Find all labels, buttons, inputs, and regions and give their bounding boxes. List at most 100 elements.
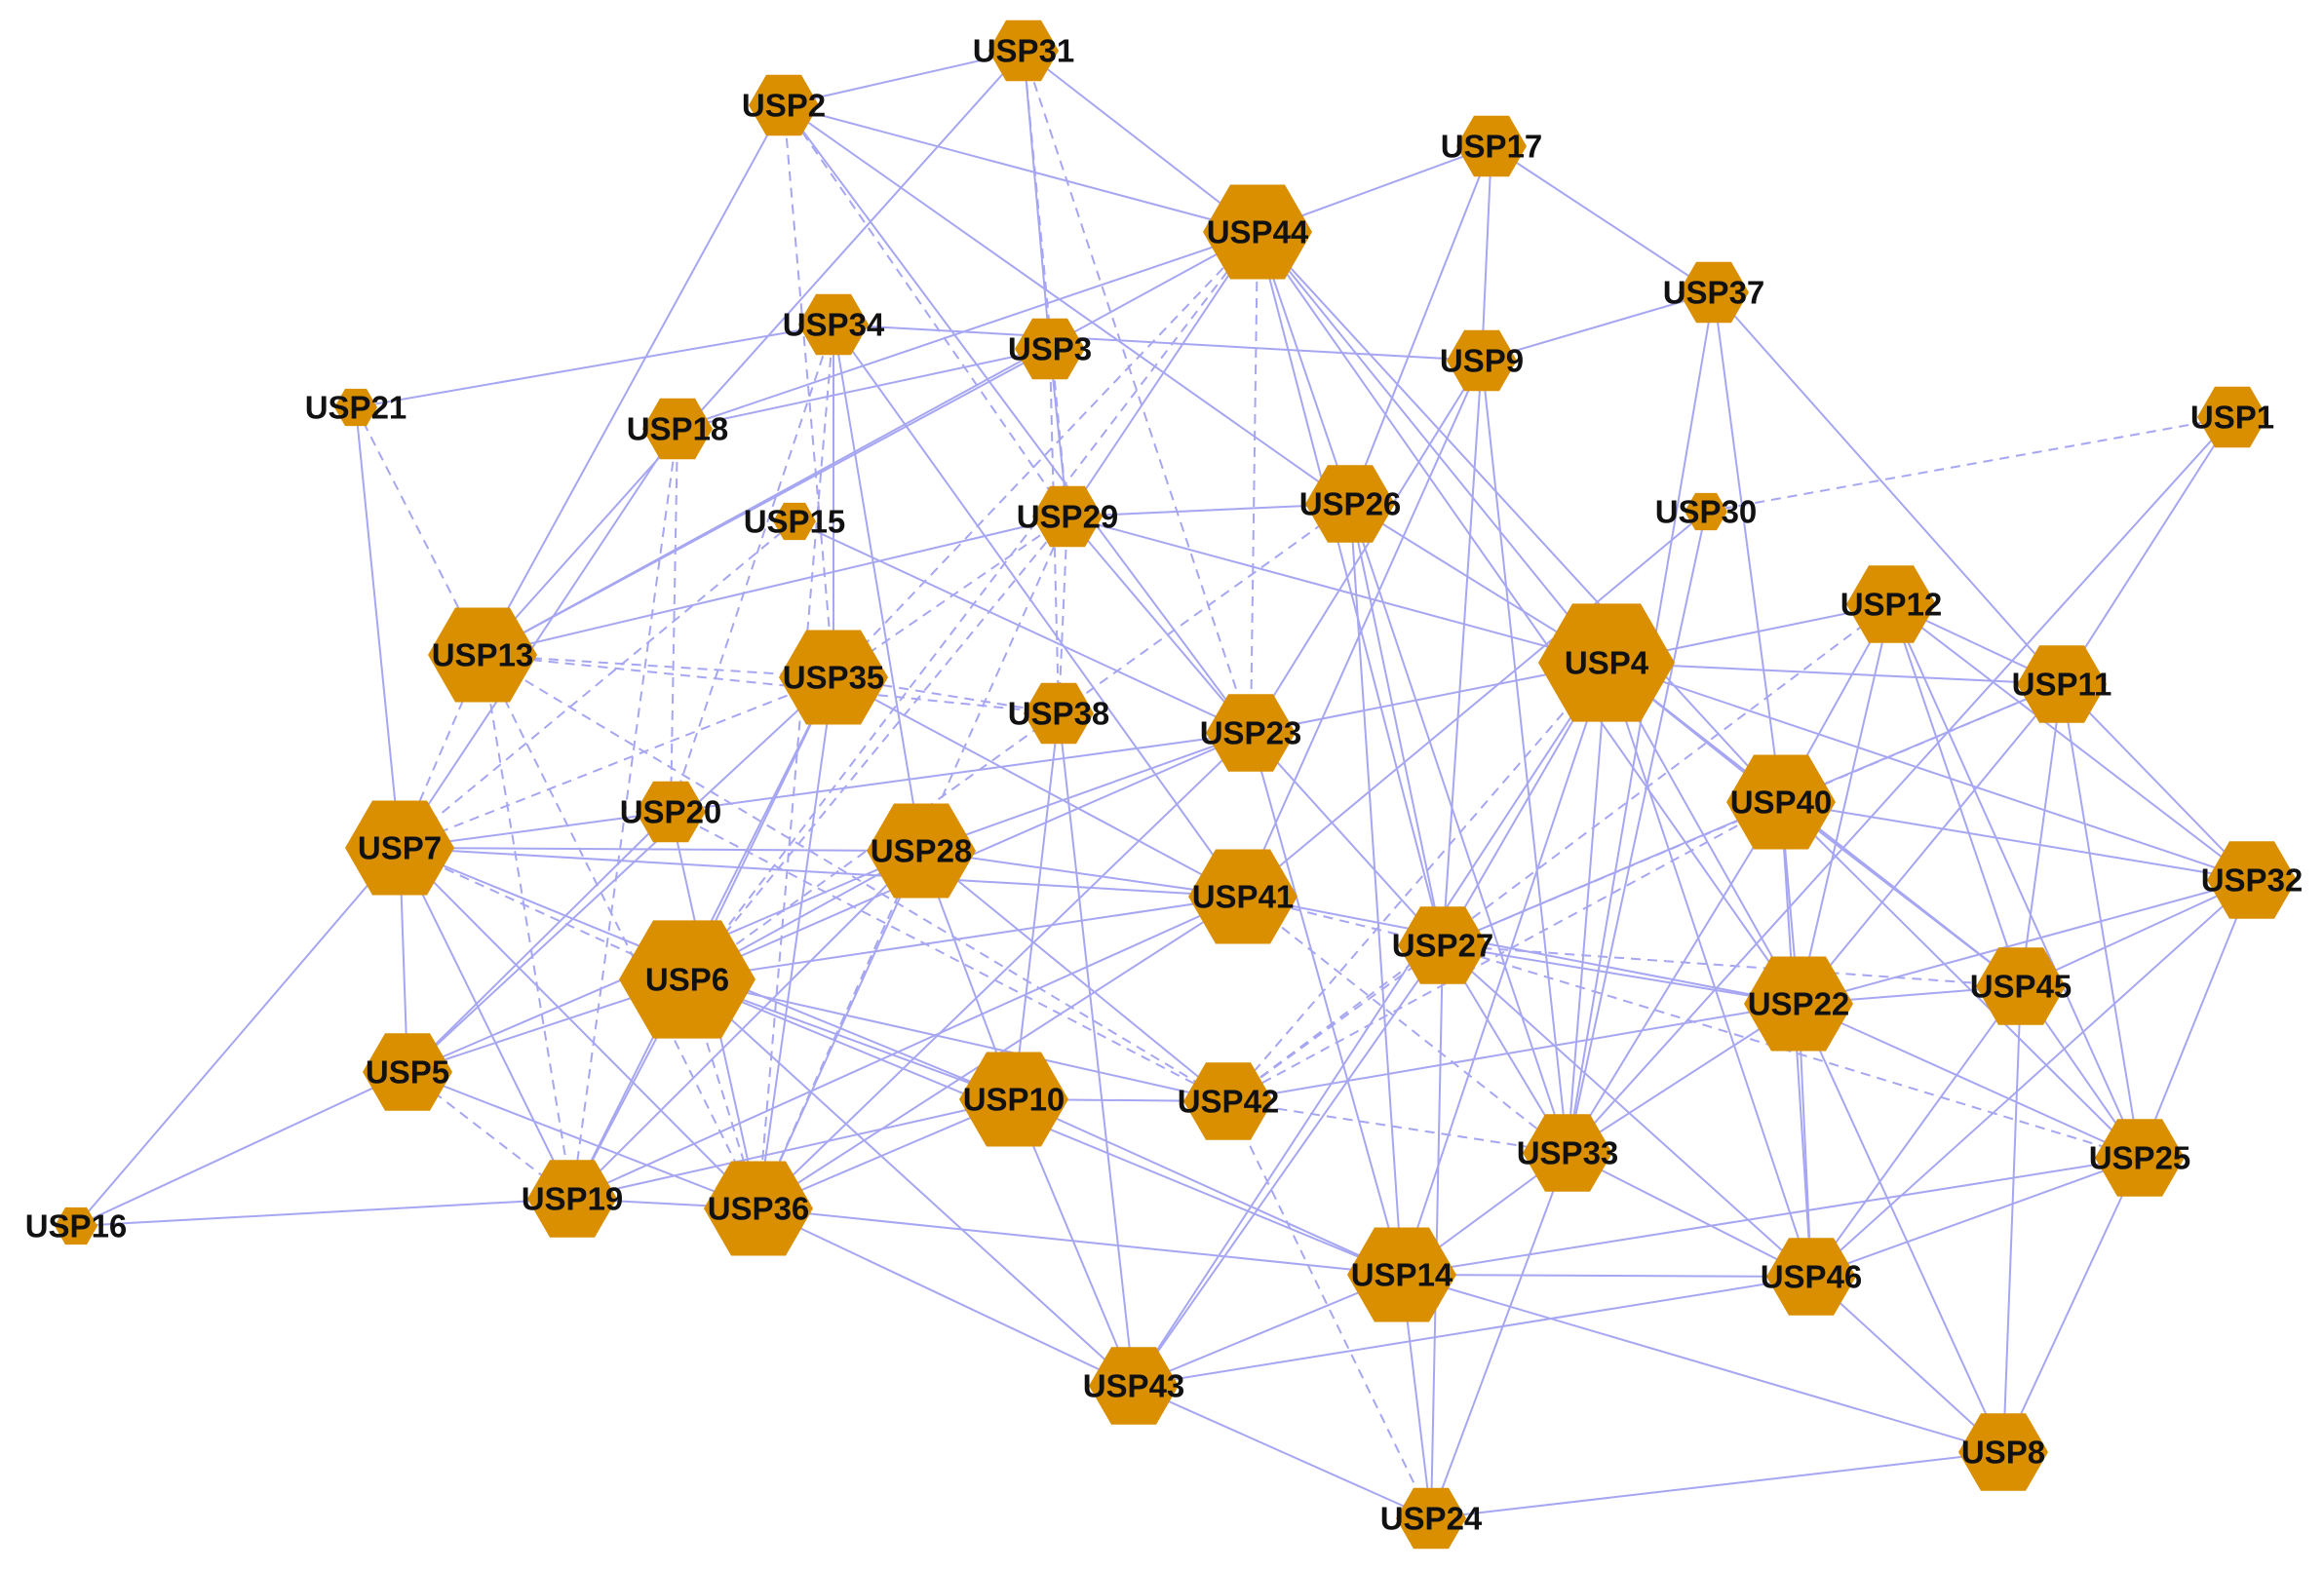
edge-usp17-usp26 bbox=[1349, 145, 1492, 505]
node-hexagon bbox=[1846, 565, 1936, 643]
edge-usp44-usp27 bbox=[1257, 231, 1444, 946]
edge-usp33-usp24 bbox=[1430, 1152, 1569, 1519]
edge-usp34-usp9 bbox=[833, 324, 1483, 362]
node-hexagon bbox=[867, 803, 976, 899]
node-usp1: USP1 bbox=[2190, 386, 2274, 448]
node-hexagon bbox=[1206, 694, 1296, 772]
node-usp35: USP35 bbox=[779, 630, 888, 725]
node-usp28: USP28 bbox=[867, 803, 976, 899]
node-hexagon bbox=[2207, 841, 2297, 919]
edge-usp9-usp41 bbox=[1242, 360, 1483, 898]
node-hexagon bbox=[1523, 1114, 1612, 1192]
edge-usp3-usp13 bbox=[482, 348, 1051, 656]
edge-usp22-usp41 bbox=[1242, 896, 1800, 1005]
edge-usp1-usp33 bbox=[1567, 416, 2233, 1154]
edge-usp24-usp8 bbox=[1430, 1451, 2004, 1519]
node-usp46: USP46 bbox=[1761, 1238, 1862, 1316]
node-label: USP21 bbox=[305, 390, 407, 426]
edge-usp45-usp46 bbox=[1810, 985, 2022, 1278]
node-label: USP16 bbox=[25, 1208, 128, 1245]
edge-usp13-usp19 bbox=[482, 654, 573, 1200]
node-label: USP40 bbox=[1730, 785, 1833, 821]
edge-usp25-usp27 bbox=[1442, 944, 2141, 1159]
node-label: USP18 bbox=[627, 411, 729, 447]
edge-usp17-usp9 bbox=[1481, 145, 1492, 362]
edge-usp31-usp44 bbox=[1023, 50, 1259, 233]
node-usp3: USP3 bbox=[1008, 318, 1092, 380]
edge-usp17-usp37 bbox=[1491, 145, 1715, 293]
node-label: USP11 bbox=[2012, 667, 2112, 703]
node-hexagon bbox=[334, 388, 377, 427]
node-usp14: USP14 bbox=[1347, 1227, 1456, 1322]
node-hexagon bbox=[779, 630, 888, 725]
node-usp6: USP6 bbox=[619, 920, 755, 1039]
node-label: USP24 bbox=[1380, 1501, 1483, 1537]
node-usp21: USP21 bbox=[305, 388, 407, 427]
edge-usp26-usp33 bbox=[1349, 503, 1569, 1154]
edge-usp25-usp8 bbox=[2002, 1157, 2141, 1453]
edge-usp22-usp8 bbox=[1798, 1003, 2004, 1453]
edge-usp46-usp43 bbox=[1133, 1276, 1812, 1387]
node-label: USP42 bbox=[1178, 1084, 1280, 1120]
edge-usp37-usp9 bbox=[1481, 291, 1715, 362]
node-hexagon bbox=[345, 800, 454, 896]
node-usp26: USP26 bbox=[1299, 465, 1401, 543]
node-hexagon bbox=[1685, 492, 1727, 531]
node-hexagon bbox=[1744, 956, 1853, 1052]
node-usp5: USP5 bbox=[363, 1033, 452, 1111]
edge-usp32-usp46 bbox=[1810, 879, 2253, 1278]
edge-usp29-usp6 bbox=[686, 516, 1068, 980]
edge-usp23-usp28 bbox=[920, 732, 1252, 852]
edge-usp41-usp7 bbox=[399, 847, 1244, 898]
edge-usp31-usp2 bbox=[783, 50, 1025, 106]
node-label: USP32 bbox=[2201, 862, 2304, 899]
edge-usp40-usp25 bbox=[1780, 801, 2141, 1159]
node-usp42: USP42 bbox=[1178, 1062, 1280, 1140]
node-hexagon bbox=[1447, 329, 1517, 392]
node-label: USP34 bbox=[783, 307, 885, 343]
node-hexagon bbox=[1766, 1238, 1856, 1316]
node-usp27: USP27 bbox=[1392, 906, 1493, 984]
node-hexagon bbox=[1015, 318, 1085, 380]
node-usp25: USP25 bbox=[2089, 1119, 2190, 1197]
node-usp30: USP30 bbox=[1655, 492, 1757, 531]
edge-usp44-usp6 bbox=[686, 231, 1259, 980]
node-usp37: USP37 bbox=[1663, 261, 1764, 324]
edge-usp31-usp23 bbox=[1023, 50, 1252, 734]
edge-usp15-usp7 bbox=[399, 520, 795, 849]
node-label: USP5 bbox=[366, 1054, 449, 1091]
node-usp4: USP4 bbox=[1538, 603, 1675, 722]
edge-usp13-usp36 bbox=[482, 654, 759, 1209]
edge-usp44-usp22 bbox=[1257, 231, 1800, 1005]
edge-usp12-usp22 bbox=[1798, 603, 1892, 1005]
node-usp40: USP40 bbox=[1726, 754, 1836, 850]
edge-usp27-usp42 bbox=[1227, 944, 1444, 1102]
edge-usp44-usp18 bbox=[677, 231, 1259, 430]
edge-usp16-usp19 bbox=[75, 1198, 573, 1227]
edge-usp23-usp36 bbox=[757, 732, 1252, 1209]
edge-usp44-usp40 bbox=[1257, 231, 1782, 803]
edge-usp14-usp8 bbox=[1401, 1274, 2004, 1453]
node-usp13: USP13 bbox=[428, 607, 537, 703]
edge-usp20-usp5 bbox=[407, 811, 672, 1073]
edge-usp5-usp36 bbox=[407, 1071, 759, 1209]
node-label: USP17 bbox=[1441, 129, 1543, 165]
node-usp9: USP9 bbox=[1440, 329, 1524, 392]
edge-usp26-usp6 bbox=[686, 503, 1351, 980]
node-usp16: USP16 bbox=[25, 1206, 128, 1245]
node-label: USP41 bbox=[1192, 879, 1295, 915]
edge-usp11-usp22 bbox=[1798, 683, 2063, 1005]
node-label: USP20 bbox=[620, 794, 722, 830]
edge-usp7-usp19 bbox=[399, 847, 573, 1200]
edge-usp30-usp1 bbox=[1705, 416, 2233, 513]
edge-usp4-usp46 bbox=[1606, 662, 1812, 1278]
edge-usp29-usp4 bbox=[1066, 516, 1607, 664]
edge-usp25-usp46 bbox=[1810, 1157, 2141, 1278]
edge-usp2-usp23 bbox=[783, 104, 1252, 734]
edge-usp12-usp42 bbox=[1227, 603, 1892, 1102]
edge-usp11-usp32 bbox=[2061, 683, 2253, 881]
edge-usp14-usp43 bbox=[1133, 1274, 1403, 1387]
node-usp41: USP41 bbox=[1188, 849, 1298, 944]
edge-usp40-usp42 bbox=[1227, 801, 1782, 1102]
